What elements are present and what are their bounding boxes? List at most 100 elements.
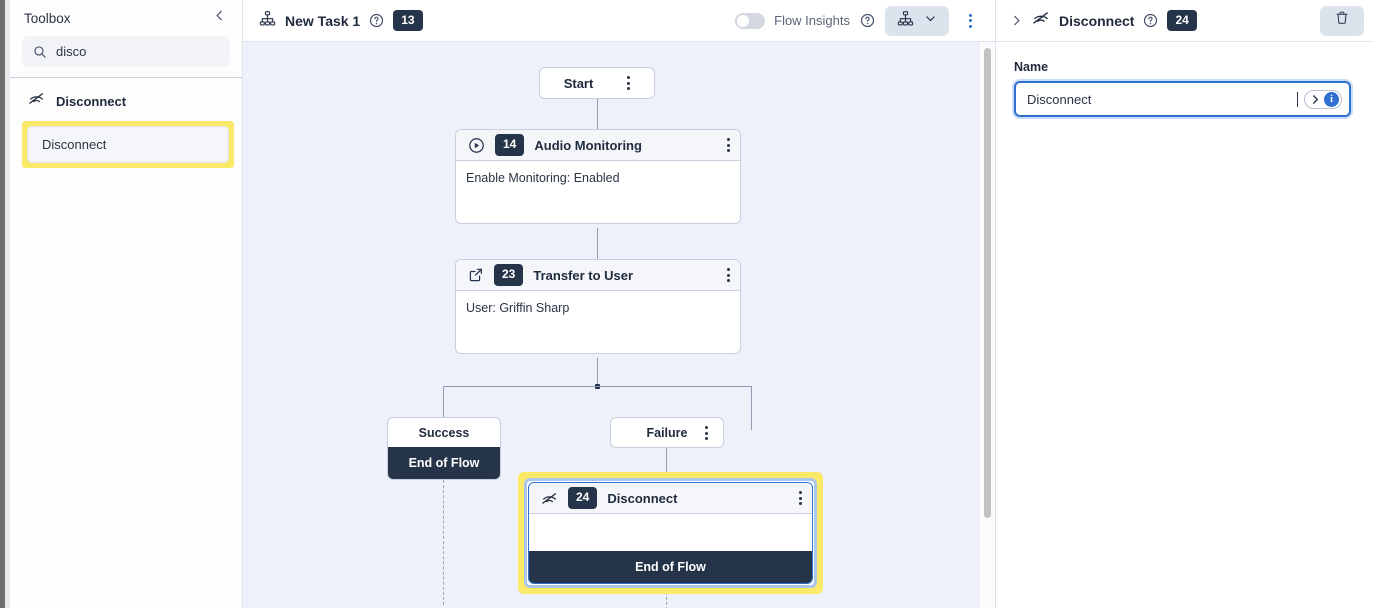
transfer-to-user-badge: 23 xyxy=(494,264,524,286)
connector-start-to-audio xyxy=(597,99,598,139)
failure-branch-card: Failure xyxy=(610,417,724,448)
editor-title-group: New Task 1 13 xyxy=(259,9,423,32)
success-branch-label: Success xyxy=(418,425,470,440)
connector-audio-to-transfer xyxy=(597,228,598,272)
failure-branch-menu-button[interactable] xyxy=(695,420,717,446)
name-field-focus-ring: i xyxy=(1014,81,1351,117)
hierarchy-icon xyxy=(897,10,914,32)
search-input[interactable] xyxy=(56,44,232,59)
kebab-menu-icon[interactable] xyxy=(727,268,730,282)
toolbox-divider xyxy=(10,77,242,78)
name-field-row[interactable]: i xyxy=(1017,84,1348,114)
flow-insights-group: Flow Insights xyxy=(735,12,850,29)
toolbox-item-disconnect[interactable]: Disconnect xyxy=(27,126,229,163)
flow-node-failure-branch[interactable]: Failure xyxy=(610,417,724,448)
text-cursor xyxy=(1297,91,1298,107)
disconnect-title: Disconnect xyxy=(607,490,678,506)
flow-editor: New Task 1 13 Flow Insights xyxy=(243,0,995,608)
toolbox-results: Disconnect Disconnect xyxy=(10,78,242,608)
success-branch-header: Success xyxy=(388,418,500,447)
properties-panel: Disconnect 24 Name xyxy=(995,0,1373,608)
transfer-to-user-body: User: Griffin Sharp xyxy=(466,301,570,315)
flow-node-disconnect-selection-ring: 24 Disconnect End of Flow xyxy=(524,478,817,588)
search-box[interactable] xyxy=(22,36,253,67)
audio-monitoring-title: Audio Monitoring xyxy=(534,137,642,153)
kebab-menu-icon xyxy=(968,13,972,28)
kebab-menu-icon xyxy=(704,426,708,440)
connector-to-success xyxy=(443,386,444,430)
connector-transfer-to-split xyxy=(597,358,598,386)
chevron-down-icon xyxy=(924,12,937,30)
flow-insights-help-icon[interactable] xyxy=(860,13,875,28)
flow-node-start[interactable]: Start xyxy=(539,67,655,99)
audio-monitoring-badge: 14 xyxy=(495,134,525,156)
play-circle-icon xyxy=(468,137,485,154)
flow-node-disconnect[interactable]: 24 Disconnect End of Flow xyxy=(528,482,813,584)
connector-branch-horizontal xyxy=(443,386,752,387)
success-branch-footer: End of Flow xyxy=(388,447,500,479)
layout-dropdown-button[interactable] xyxy=(885,5,949,36)
window-edge-strip xyxy=(0,0,5,608)
connector-success-dashed xyxy=(443,480,444,605)
toolbox-title: Toolbox xyxy=(24,10,71,26)
failure-branch-label: Failure xyxy=(646,425,688,440)
flow-node-transfer-to-user[interactable]: 23 Transfer to User User: Griffin Sharp xyxy=(455,259,741,354)
properties-panel-badge: 24 xyxy=(1167,9,1197,32)
task-badge: 13 xyxy=(393,9,423,32)
disconnect-icon xyxy=(541,490,558,507)
disconnect-badge: 24 xyxy=(568,487,598,509)
toolbox-panel: Toolbox xyxy=(10,0,253,608)
help-circle-icon[interactable] xyxy=(1143,13,1158,28)
connector-to-failure xyxy=(751,386,752,430)
trash-icon xyxy=(1334,10,1350,31)
editor-toolbar: New Task 1 13 Flow Insights xyxy=(243,0,995,42)
toolbox-item-highlight-ring: Disconnect xyxy=(22,121,234,168)
flow-insights-toggle[interactable] xyxy=(735,12,766,29)
connector-failure-to-disconnect xyxy=(666,446,667,488)
transfer-to-user-card: 23 Transfer to User User: Griffin Sharp xyxy=(455,259,741,354)
toolbox-category-label: Disconnect xyxy=(56,93,127,109)
start-node-card: Start xyxy=(539,67,655,99)
properties-panel-header: Disconnect 24 xyxy=(996,0,1373,42)
audio-monitoring-header: 14 Audio Monitoring xyxy=(456,130,740,161)
info-icon[interactable]: i xyxy=(1324,91,1339,107)
canvas-scrollbar-thumb[interactable] xyxy=(984,48,991,518)
disconnect-body xyxy=(529,514,812,551)
delete-node-button[interactable] xyxy=(1320,5,1364,36)
editor-title: New Task 1 xyxy=(285,12,361,29)
name-input[interactable] xyxy=(1027,91,1293,107)
toolbox-category-disconnect[interactable]: Disconnect xyxy=(10,90,242,112)
disconnect-icon xyxy=(1032,9,1050,32)
failure-branch-header: Failure xyxy=(611,418,723,447)
flow-insights-label: Flow Insights xyxy=(774,13,850,28)
toggle-knob xyxy=(737,14,750,27)
toolbox-item-label: Disconnect xyxy=(42,137,107,152)
flow-node-disconnect-highlight: 24 Disconnect End of Flow xyxy=(518,472,823,594)
chevron-left-icon xyxy=(213,9,226,27)
kebab-menu-icon[interactable] xyxy=(727,138,730,152)
kebab-menu-icon[interactable] xyxy=(799,491,802,505)
disconnect-footer: End of Flow xyxy=(529,551,812,583)
toolbox-header: Toolbox xyxy=(10,0,242,36)
disconnect-header: 24 Disconnect xyxy=(529,483,812,514)
name-field-expand-button[interactable]: i xyxy=(1304,89,1342,109)
window-edge-strip-secondary xyxy=(5,0,10,608)
flow-canvas[interactable]: Start 14 Audio Monitoring Enable Monito xyxy=(243,42,995,608)
disconnect-icon xyxy=(28,90,45,112)
name-field-label: Name xyxy=(1014,60,1049,74)
editor-more-menu-button[interactable] xyxy=(959,8,981,34)
flow-node-audio-monitoring[interactable]: 14 Audio Monitoring Enable Monitoring: E… xyxy=(455,129,741,224)
properties-panel-body: Name i xyxy=(996,42,1373,117)
expand-panel-button[interactable] xyxy=(1010,14,1023,27)
transfer-to-user-header: 23 Transfer to User xyxy=(456,260,740,291)
toolbox-search-area xyxy=(10,36,253,77)
flow-node-success-branch[interactable]: Success End of Flow xyxy=(387,417,501,480)
hierarchy-icon xyxy=(259,10,276,32)
properties-panel-title: Disconnect xyxy=(1059,12,1135,29)
transfer-to-user-title: Transfer to User xyxy=(533,267,634,283)
kebab-menu-icon[interactable] xyxy=(627,76,631,90)
chevron-right-icon xyxy=(1311,94,1320,105)
success-branch-card: Success End of Flow xyxy=(387,417,501,480)
collapse-panel-button[interactable] xyxy=(210,9,228,27)
help-circle-icon[interactable] xyxy=(369,13,384,28)
